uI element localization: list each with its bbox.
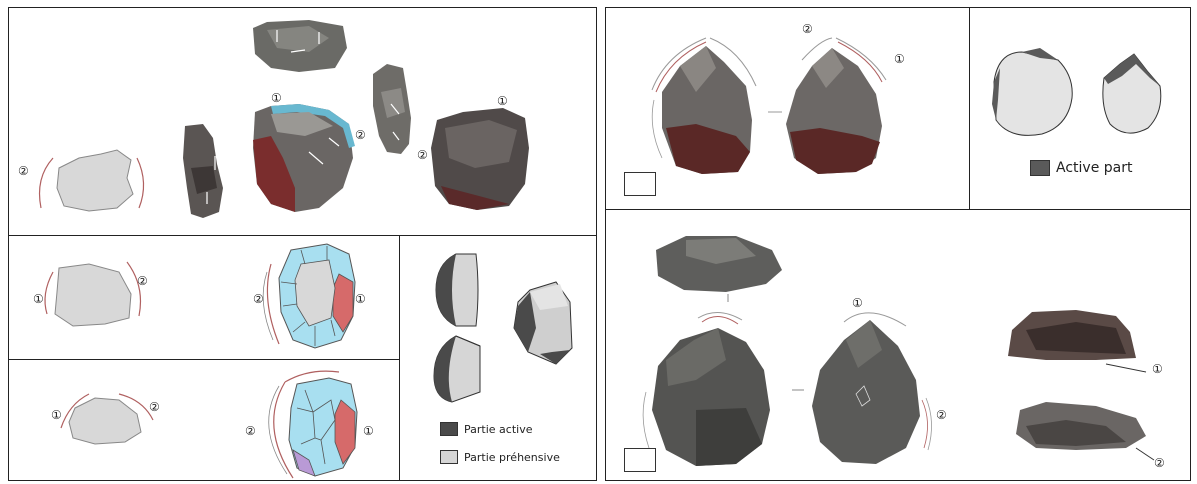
- legend-active: Partie active: [440, 422, 532, 436]
- panel-g: ① ② ① ②: [605, 209, 1191, 481]
- scale-box: [624, 172, 656, 196]
- marker: ①: [33, 292, 44, 306]
- legend-active-part: Active part: [1030, 160, 1132, 176]
- edge-arc-left: [40, 158, 54, 208]
- legend-grip-label: Partie préhensive: [464, 451, 560, 464]
- panel-f-drawings: [970, 8, 1192, 211]
- marker: ①: [355, 292, 366, 306]
- panel-c-drawings: [9, 360, 401, 482]
- marker: ②: [245, 424, 256, 438]
- disc-model-1: [994, 52, 1072, 135]
- marker: ①: [51, 408, 62, 422]
- marker: ②: [802, 22, 813, 36]
- edge-arc-right: [137, 158, 144, 208]
- legend-active-label: Partie active: [464, 423, 532, 436]
- marker: ②: [417, 148, 428, 162]
- marker: ①: [1152, 362, 1163, 376]
- marker: ②: [253, 292, 264, 306]
- legend-swatch-active: [440, 422, 458, 436]
- marker: ②: [936, 408, 947, 422]
- marker: ②: [149, 400, 160, 414]
- marker: ①: [271, 91, 282, 105]
- marker: ②: [18, 164, 29, 178]
- tool-outline-drawing: [69, 398, 141, 444]
- panel-c: ① ② ② ①: [8, 359, 400, 481]
- legend-swatch-active-part: [1030, 160, 1050, 176]
- tool-outline-drawing: [57, 150, 133, 211]
- marker: ②: [355, 128, 366, 142]
- panel-a-drawings: [9, 8, 598, 237]
- panel-a: ② ① ② ② ①: [8, 7, 597, 236]
- marker: ②: [137, 274, 148, 288]
- panel-e: ② ①: [605, 7, 970, 210]
- marker: ①: [497, 94, 508, 108]
- legend-active-part-label: Active part: [1056, 160, 1132, 176]
- panel-e-drawings: [606, 8, 971, 211]
- panel-b-drawings: [9, 236, 401, 361]
- panel-b: ① ② ② ①: [8, 235, 400, 360]
- legend-grip: Partie préhensive: [440, 450, 560, 464]
- marker: ①: [363, 424, 374, 438]
- tool-outline-drawing: [55, 264, 131, 326]
- panel-d: Partie active Partie préhensive: [399, 235, 597, 481]
- panel-g-drawings: [606, 210, 1192, 482]
- scale-box: [624, 448, 656, 472]
- marker: ①: [852, 296, 863, 310]
- panel-d-drawings: [400, 236, 598, 482]
- legend-swatch-grip: [440, 450, 458, 464]
- marker: ①: [894, 52, 905, 66]
- edge-arc-left: [45, 272, 53, 314]
- marker: ②: [1154, 456, 1165, 470]
- panel-f: Active part: [969, 7, 1191, 210]
